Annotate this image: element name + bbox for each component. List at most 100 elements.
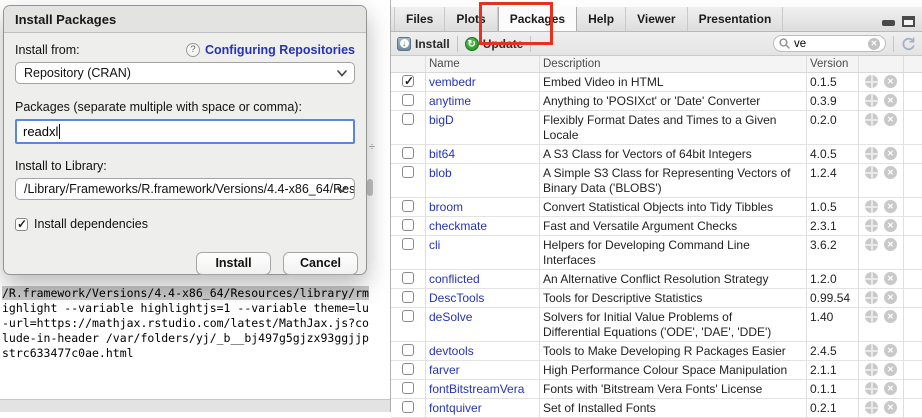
package-name-link[interactable]: cli [425,236,539,269]
header-description[interactable]: Description [539,56,806,72]
table-row[interactable]: conflicted An Alternative Conflict Resol… [391,270,922,289]
header-version[interactable]: Version [806,56,858,72]
packages-input[interactable]: readxl [15,119,355,144]
package-name-link[interactable]: checkmate [425,217,539,235]
console-line: ighlight --variable highlightjs=1 --vari… [2,301,369,315]
cancel-button[interactable]: Cancel [283,252,358,275]
package-website-icon[interactable] [865,219,878,232]
console-output[interactable]: /R.framework/Versions/4.4-x86_64/Resourc… [2,286,390,361]
package-remove-icon[interactable]: ✕ [884,75,897,88]
table-row[interactable]: cli Helpers for Developing Command Line … [391,236,922,270]
table-row[interactable]: fontBitstreamVera Fonts with 'Bitstream … [391,380,922,399]
repository-select[interactable]: Repository (CRAN) [15,62,355,84]
table-row[interactable]: devtools Tools to Make Developing R Pack… [391,342,922,361]
table-row[interactable]: deSolve Solvers for Initial Value Proble… [391,308,922,342]
tab-plots[interactable]: Plots [445,7,498,31]
package-name-link[interactable]: devtools [425,342,539,360]
package-remove-icon[interactable]: ✕ [884,363,897,376]
package-website-icon[interactable] [865,200,878,213]
package-remove-icon[interactable]: ✕ [884,147,897,160]
package-checkbox[interactable] [402,200,414,212]
refresh-icon[interactable] [901,36,916,51]
header-name[interactable]: Name [425,56,539,72]
package-checkbox[interactable] [402,147,414,159]
package-checkbox[interactable] [402,219,414,231]
package-website-icon[interactable] [865,147,878,160]
tab-files[interactable]: Files [394,7,446,31]
table-row[interactable]: checkmate Fast and Versatile Argument Ch… [391,217,922,236]
package-website-icon[interactable] [865,344,878,357]
package-website-icon[interactable] [865,166,878,179]
configuring-repositories-link[interactable]: Configuring Repositories [205,43,355,57]
table-row[interactable]: vembedr Embed Video in HTML 0.1.5 ✕ [391,73,922,92]
package-website-icon[interactable] [865,94,878,107]
package-website-icon[interactable] [865,363,878,376]
table-row[interactable]: bit64 A S3 Class for Vectors of 64bit In… [391,145,922,164]
table-row[interactable]: farver High Performance Colour Space Man… [391,361,922,380]
tab-presentation[interactable]: Presentation [688,7,784,31]
package-name-link[interactable]: anytime [425,92,539,110]
package-name-link[interactable]: blob [425,164,539,197]
package-remove-icon[interactable]: ✕ [884,291,897,304]
package-checkbox[interactable] [402,291,414,303]
library-select[interactable]: /Library/Frameworks/R.framework/Versions… [15,178,355,200]
package-checkbox[interactable] [402,401,414,413]
package-name-link[interactable]: conflicted [425,270,539,288]
package-name-link[interactable]: deSolve [425,308,539,341]
table-row[interactable]: fontquiver Set of Installed Fonts 0.2.1 … [391,399,922,418]
package-remove-icon[interactable]: ✕ [884,382,897,395]
package-checkbox[interactable] [402,363,414,375]
package-remove-icon[interactable]: ✕ [884,166,897,179]
package-name-link[interactable]: fontBitstreamVera [425,380,539,398]
package-website-icon[interactable] [865,382,878,395]
package-checkbox[interactable] [402,166,414,178]
table-row[interactable]: anytime Anything to 'POSIXct' or 'Date' … [391,92,922,111]
package-remove-icon[interactable]: ✕ [884,219,897,232]
package-checkbox[interactable] [402,238,414,250]
package-remove-icon[interactable]: ✕ [884,344,897,357]
package-name-link[interactable]: bit64 [425,145,539,163]
package-checkbox[interactable] [402,382,414,394]
package-checkbox[interactable] [402,113,414,125]
package-checkbox[interactable] [402,74,414,89]
package-website-icon[interactable] [865,291,878,304]
package-checkbox[interactable] [402,272,414,284]
package-name-link[interactable]: vembedr [425,73,539,91]
package-checkbox[interactable] [402,344,414,356]
package-website-icon[interactable] [865,75,878,88]
package-remove-icon[interactable]: ✕ [884,401,897,414]
clear-search-icon[interactable]: ✕ [868,37,880,50]
package-name-link[interactable]: broom [425,198,539,216]
package-checkbox[interactable] [402,310,414,322]
package-remove-icon[interactable]: ✕ [884,113,897,126]
package-website-icon[interactable] [865,113,878,126]
install-toolbar-button[interactable]: ↓ Install [397,36,450,51]
package-remove-icon[interactable]: ✕ [884,272,897,285]
package-name-link[interactable]: farver [425,361,539,379]
install-button[interactable]: Install [196,252,271,275]
table-row[interactable]: blob A Simple S3 Class for Representing … [391,164,922,198]
package-website-icon[interactable] [865,272,878,285]
tab-viewer[interactable]: Viewer [626,7,688,31]
minimize-icon[interactable] [882,20,895,26]
help-icon[interactable]: ? [186,43,200,57]
package-name-link[interactable]: fontquiver [425,399,539,417]
package-search-input[interactable]: ve ✕ [773,35,886,52]
package-remove-icon[interactable]: ✕ [884,200,897,213]
install-dependencies-checkbox[interactable] [15,217,28,231]
package-website-icon[interactable] [865,238,878,251]
package-website-icon[interactable] [865,401,878,414]
maximize-icon[interactable] [902,16,915,27]
table-row[interactable]: DescTools Tools for Descriptive Statisti… [391,289,922,308]
table-row[interactable]: broom Convert Statistical Objects into T… [391,198,922,217]
table-row[interactable]: bigD Flexibly Format Dates and Times to … [391,111,922,145]
package-remove-icon[interactable]: ✕ [884,94,897,107]
package-website-icon[interactable] [865,310,878,323]
package-remove-icon[interactable]: ✕ [884,310,897,323]
package-remove-icon[interactable]: ✕ [884,238,897,251]
background-scrollbar-thumb[interactable] [367,179,373,196]
package-checkbox[interactable] [402,94,414,106]
package-name-link[interactable]: DescTools [425,289,539,307]
package-name-link[interactable]: bigD [425,111,539,144]
tab-help[interactable]: Help [577,7,627,31]
